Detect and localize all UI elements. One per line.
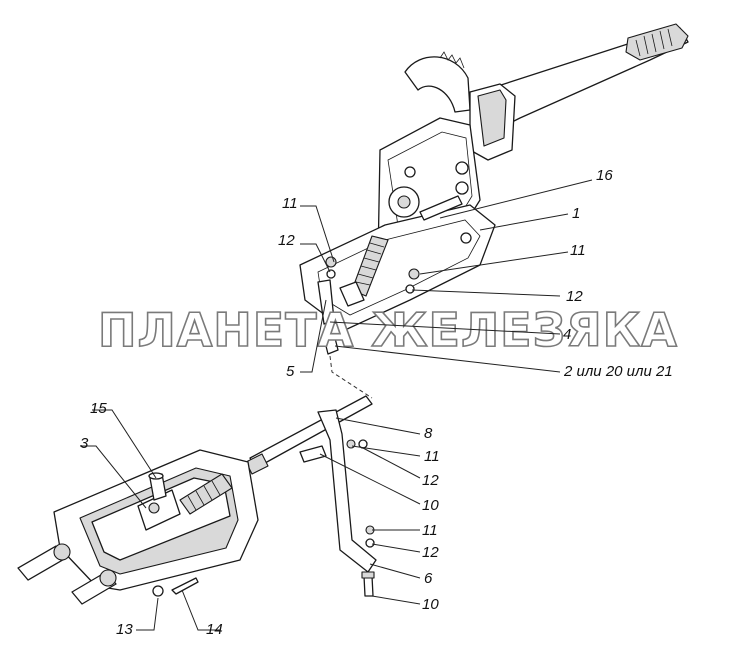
equalizer-assembly [17, 395, 377, 605]
lever-grip [625, 23, 689, 61]
callout-10: 10 [422, 596, 439, 613]
cotter-pin [171, 577, 199, 595]
nut-left [325, 256, 337, 268]
callout-6: 6 [424, 570, 433, 587]
leader-lines [80, 179, 593, 631]
brake-lever-assembly [299, 23, 689, 399]
nut-upper [346, 439, 356, 449]
nut-right [408, 268, 420, 280]
callout-12: 12 [278, 232, 295, 249]
callout-12: 12 [422, 472, 439, 489]
pin [419, 195, 463, 221]
callout-12: 12 [422, 544, 439, 561]
callout-13: 13 [116, 621, 133, 638]
callout-16: 16 [596, 167, 613, 184]
callout-labels: 16 1 11 12 11 12 4 2 или 20 или 21 5 15 … [80, 167, 673, 638]
callout-10: 10 [422, 497, 439, 514]
callout-5: 5 [286, 363, 295, 380]
callout-15: 15 [90, 400, 107, 417]
callout-14: 14 [206, 621, 223, 638]
watermark: ПЛАНЕТА ЖЕЛЕЗЯКА [98, 303, 678, 357]
support-bracket [317, 409, 377, 573]
callout-12: 12 [566, 288, 583, 305]
callout-2: 2 или 20 или 21 [563, 363, 673, 380]
bolt [363, 575, 374, 597]
callout-8: 8 [424, 425, 433, 442]
callout-11: 11 [424, 448, 440, 465]
callout-11: 11 [282, 195, 298, 212]
cable-end [339, 281, 365, 307]
callout-11: 11 [422, 522, 438, 539]
callout-11: 11 [570, 242, 586, 259]
washer [152, 585, 164, 597]
callout-1: 1 [572, 205, 580, 222]
callout-4: 4 [563, 326, 571, 343]
callout-3: 3 [80, 435, 89, 452]
ratchet-sector [404, 56, 471, 113]
